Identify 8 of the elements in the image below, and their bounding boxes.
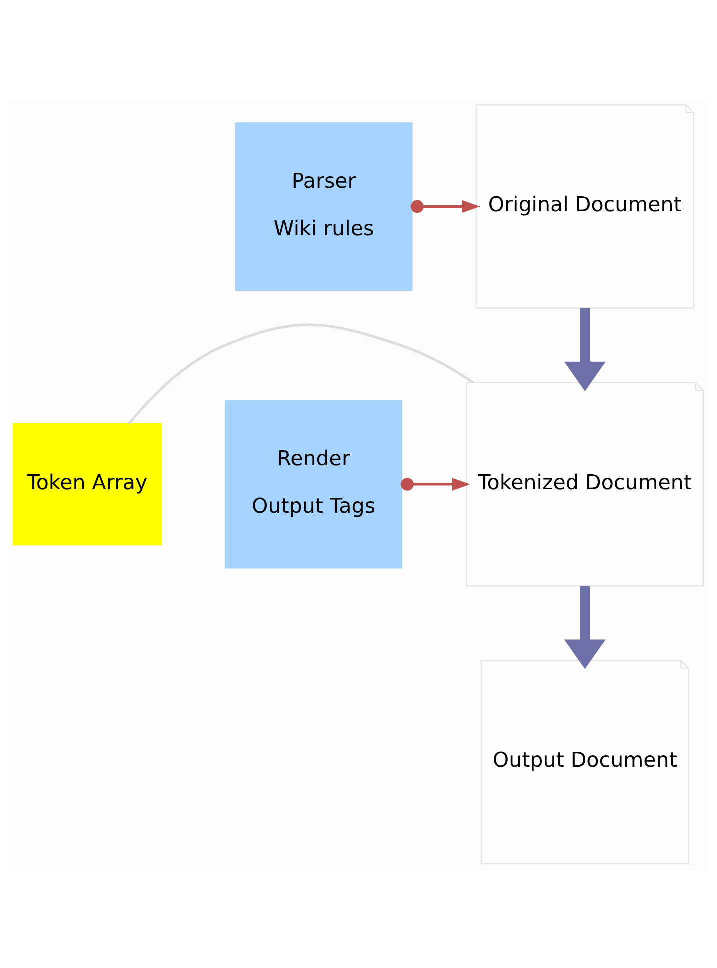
connector: [128, 323, 474, 424]
arrow: [564, 586, 606, 669]
node-box: Render Output Tags: [225, 400, 403, 568]
arrow: [401, 478, 470, 490]
arrow: [411, 200, 480, 213]
node-box: Token Array: [12, 422, 162, 546]
arrow: [564, 308, 606, 391]
node-box: Parser Wiki rules: [235, 122, 413, 290]
